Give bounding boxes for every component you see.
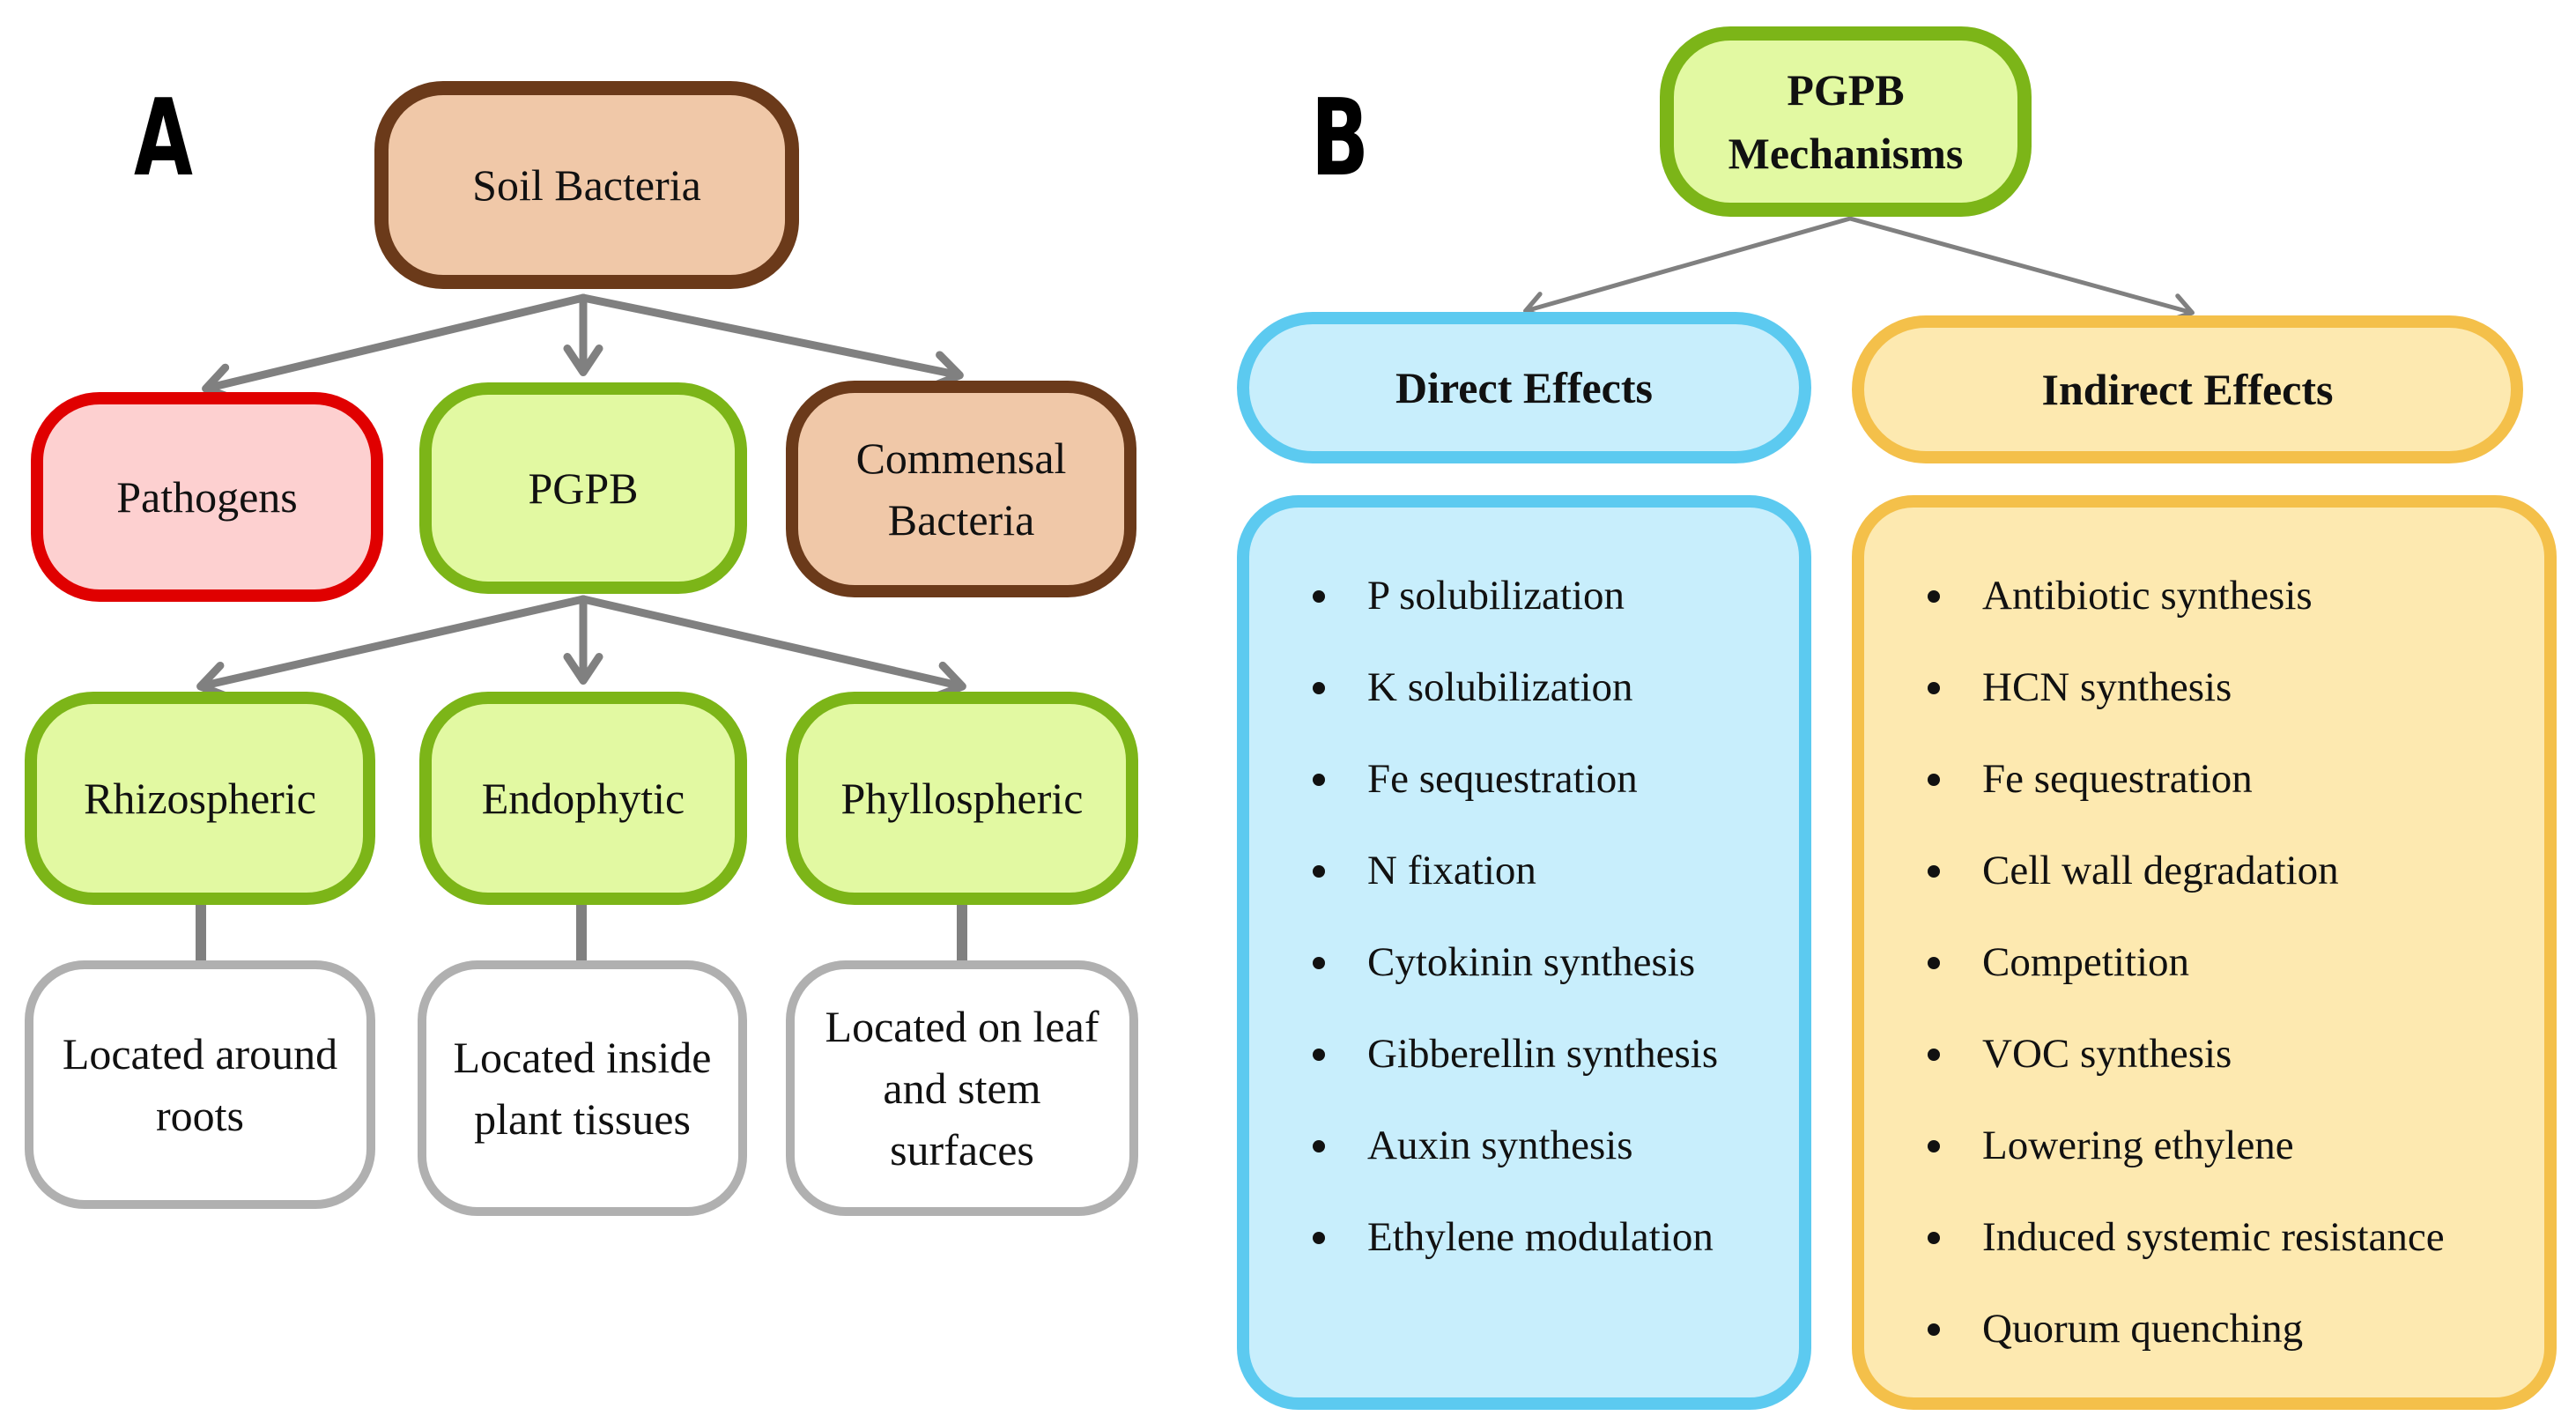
- rhizospheric-node: Rhizospheric: [25, 692, 375, 905]
- bullet-icon: [1928, 1323, 1940, 1336]
- rhizospheric-description-text: Located around roots: [62, 1029, 338, 1140]
- indirect-effects-header: Indirect Effects: [1852, 315, 2523, 463]
- bullet-icon: [1928, 590, 1940, 603]
- arrow-soil-to-commensal: [579, 293, 964, 390]
- bullet-icon: [1928, 957, 1940, 969]
- arrow-mech-to-indirect: [1847, 216, 2195, 322]
- pgpb-mechanisms-label: PGPB Mechanisms: [1728, 64, 1964, 179]
- bullet-icon: [1928, 1140, 1940, 1152]
- panel-label-a: A: [134, 78, 193, 200]
- panel-label-b: B: [1311, 78, 1369, 200]
- list-item: K solubilization: [1313, 641, 1718, 733]
- pathogens-node: Pathogens: [31, 392, 383, 602]
- bullet-icon: [1313, 1140, 1325, 1152]
- endophytic-description-text: Located inside plant tissues: [453, 1033, 712, 1144]
- soil-bacteria-node: Soil Bacteria: [374, 81, 799, 289]
- arrow-mech-to-direct: [1523, 216, 1853, 321]
- arrow-soil-to-pathogens: [202, 293, 588, 403]
- bullet-icon: [1313, 865, 1325, 878]
- direct-effects-header: Direct Effects: [1237, 312, 1811, 463]
- phyllospheric-label: Phyllospheric: [840, 774, 1084, 823]
- list-item: VOC synthesis: [1928, 1008, 2445, 1100]
- direct-effects-title: Direct Effects: [1395, 363, 1653, 412]
- list-item: Ethylene modulation: [1313, 1191, 1718, 1283]
- bullet-icon: [1313, 1049, 1325, 1061]
- list-item: Cell wall degradation: [1928, 825, 2445, 916]
- pgpb-mechanisms-node: PGPB Mechanisms: [1660, 26, 2032, 217]
- bullet-icon: [1313, 590, 1325, 603]
- bullet-icon: [1313, 682, 1325, 694]
- endophytic-node: Endophytic: [419, 692, 747, 905]
- bullet-icon: [1928, 1232, 1940, 1244]
- indirect-effects-list-box: Antibiotic synthesis HCN synthesis Fe se…: [1852, 495, 2557, 1410]
- pgpb-node: PGPB: [419, 382, 747, 594]
- commensal-bacteria-label: Commensal Bacteria: [855, 434, 1067, 545]
- indirect-effects-list: Antibiotic synthesis HCN synthesis Fe se…: [1928, 550, 2445, 1375]
- list-item: Auxin synthesis: [1313, 1100, 1718, 1191]
- bullet-icon: [1313, 1232, 1325, 1244]
- list-item: Antibiotic synthesis: [1928, 550, 2445, 641]
- rhizospheric-description: Located around roots: [25, 960, 375, 1209]
- phyllospheric-description-text: Located on leaf and stem surfaces: [825, 1002, 1099, 1175]
- bullet-icon: [1928, 865, 1940, 878]
- indirect-effects-title: Indirect Effects: [2041, 365, 2334, 414]
- list-item: Fe sequestration: [1313, 733, 1718, 825]
- bullet-icon: [1313, 957, 1325, 969]
- list-item: Gibberellin synthesis: [1313, 1008, 1718, 1100]
- bullet-icon: [1313, 774, 1325, 786]
- pathogens-label: Pathogens: [116, 472, 298, 522]
- commensal-bacteria-node: Commensal Bacteria: [786, 381, 1136, 597]
- list-item: P solubilization: [1313, 550, 1718, 641]
- list-item: Fe sequestration: [1928, 733, 2445, 825]
- phyllospheric-description: Located on leaf and stem surfaces: [786, 960, 1138, 1216]
- direct-effects-list-box: P solubilization K solubilization Fe seq…: [1237, 495, 1811, 1410]
- soil-bacteria-label: Soil Bacteria: [472, 160, 701, 210]
- pgpb-label: PGPB: [528, 463, 639, 513]
- list-item: Cytokinin synthesis: [1313, 916, 1718, 1008]
- list-item: N fixation: [1313, 825, 1718, 916]
- list-item: Induced systemic resistance: [1928, 1191, 2445, 1283]
- bullet-icon: [1928, 682, 1940, 694]
- list-item: Lowering ethylene: [1928, 1100, 2445, 1191]
- bullet-icon: [1928, 1049, 1940, 1061]
- phyllospheric-node: Phyllospheric: [786, 692, 1138, 905]
- rhizospheric-label: Rhizospheric: [84, 774, 316, 823]
- list-item: HCN synthesis: [1928, 641, 2445, 733]
- endophytic-description: Located inside plant tissues: [418, 960, 747, 1216]
- direct-effects-list: P solubilization K solubilization Fe seq…: [1313, 550, 1718, 1283]
- bullet-icon: [1928, 774, 1940, 786]
- arrow-pgpb-to-phyllospheric: [579, 595, 966, 700]
- endophytic-label: Endophytic: [481, 774, 685, 823]
- arrow-pgpb-to-rhizospheric: [196, 595, 588, 701]
- list-item: Quorum quenching: [1928, 1283, 2445, 1375]
- list-item: Competition: [1928, 916, 2445, 1008]
